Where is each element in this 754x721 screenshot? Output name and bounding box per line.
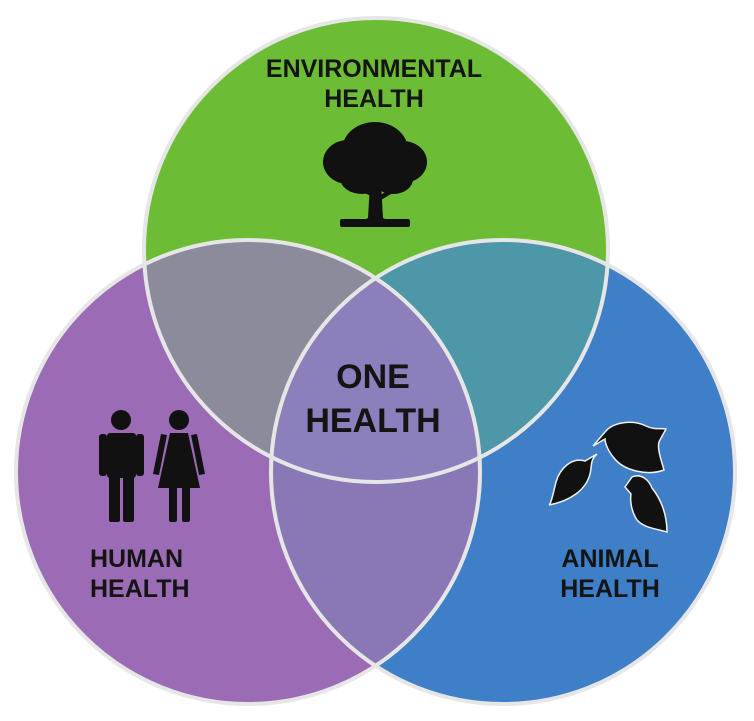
environmental-health-label-line2: HEALTH (324, 85, 424, 113)
one-health-overlap (271, 240, 480, 482)
one-health-label-line1: ONE (336, 358, 410, 396)
human-outline (14, 238, 482, 706)
animal-health-label-line1: ANIMAL (561, 545, 658, 573)
animal-outline (269, 238, 737, 706)
environmental-health-label-line1: ENVIRONMENTAL (266, 55, 482, 83)
environmental-outline (142, 16, 610, 484)
human-health-label-line2: HEALTH (90, 575, 190, 603)
human-health-label-line1: HUMAN (90, 545, 183, 573)
animal-health-label-line2: HEALTH (560, 575, 660, 603)
one-health-label-line2: HEALTH (305, 402, 440, 440)
people-icon (99, 410, 205, 522)
birds-icon (548, 421, 668, 534)
tree-icon (323, 122, 427, 227)
